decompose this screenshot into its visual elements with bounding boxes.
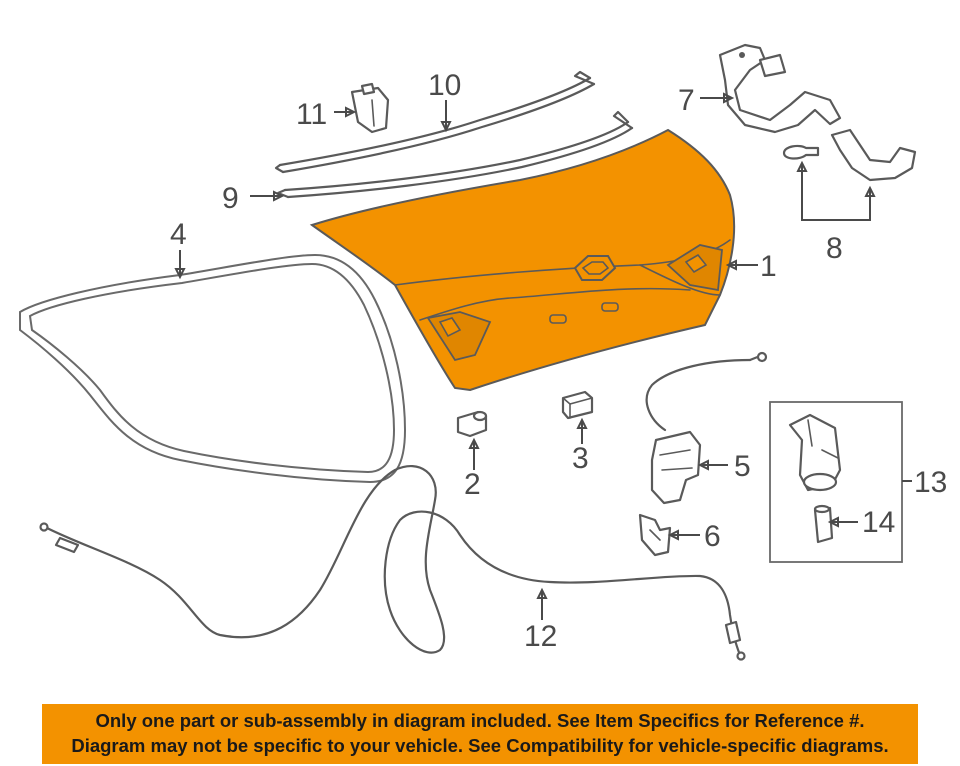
callout-11: 11 (296, 98, 327, 131)
block-3 (561, 390, 594, 420)
striker-6 (638, 513, 672, 557)
latch-5 (645, 351, 768, 505)
callout-4: 4 (170, 218, 187, 251)
callout-12: 12 (524, 620, 557, 653)
hinge-7 (718, 43, 842, 134)
callout-14: 14 (862, 506, 895, 539)
callout-8: 8 (826, 232, 843, 265)
switch-14 (813, 504, 834, 544)
callout-1: 1 (760, 250, 777, 283)
cushion-2 (456, 410, 488, 438)
callout-6: 6 (704, 520, 721, 553)
callout-5: 5 (734, 450, 751, 483)
disclaimer-banner: Only one part or sub-assembly in diagram… (42, 704, 918, 764)
callout-10: 10 (428, 69, 461, 102)
parts-diagram: 1 2 3 4 5 6 7 8 9 10 11 12 13 14 (19, 43, 947, 661)
support-rod-10 (274, 70, 596, 174)
hinge-bracket-8 (782, 128, 917, 182)
callout-3: 3 (572, 442, 589, 475)
callout-2: 2 (464, 468, 481, 501)
callout-13: 13 (914, 466, 947, 499)
callout-9: 9 (222, 182, 239, 215)
callout-7: 7 (678, 84, 695, 117)
release-cable-12 (39, 464, 746, 661)
bumper-stop-11 (350, 82, 390, 134)
disclaimer-line-2: Diagram may not be specific to your vehi… (71, 735, 889, 756)
leader-lines (174, 92, 912, 620)
lock-cylinder-13 (769, 401, 903, 563)
weatherstrip-seal (19, 253, 407, 484)
support-rod-9 (276, 110, 634, 199)
trunk-lid (309, 128, 736, 392)
disclaimer-line-1: Only one part or sub-assembly in diagram… (95, 710, 865, 731)
